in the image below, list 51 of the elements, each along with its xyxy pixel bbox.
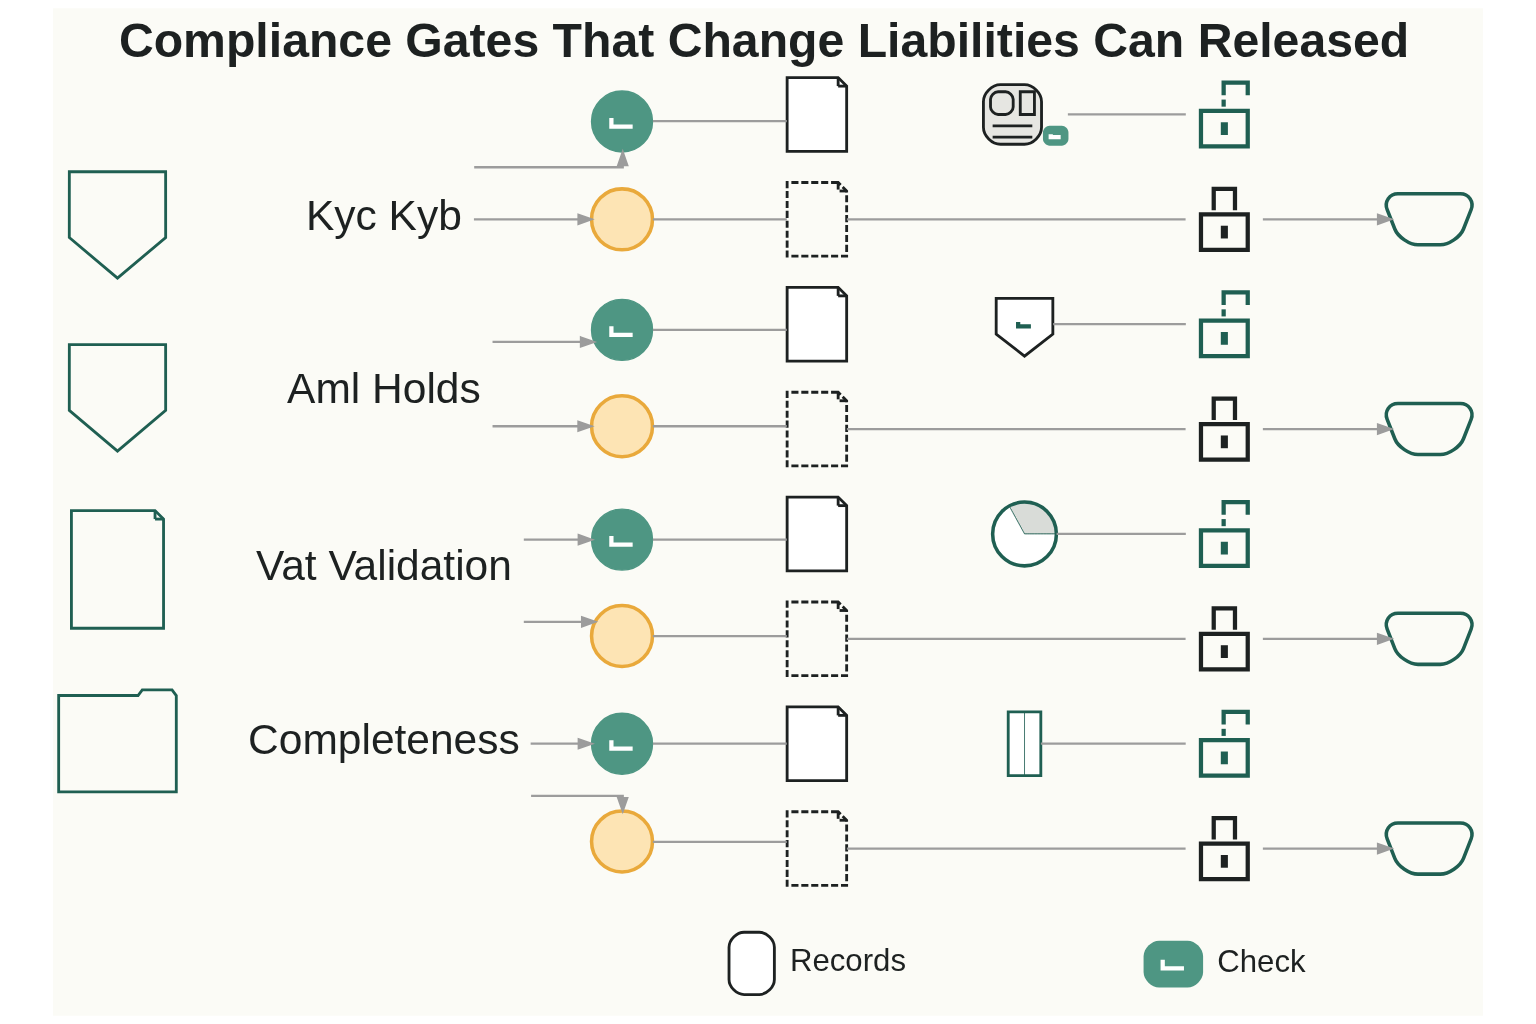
node-picture: [1384, 611, 1474, 667]
arrow: [530, 737, 595, 750]
node-circle: [590, 90, 654, 153]
connector: [652, 634, 787, 638]
node-picture: [67, 343, 168, 453]
node-picture: [1384, 192, 1474, 247]
connector: [652, 538, 787, 541]
arrow: [492, 335, 598, 348]
arrow: [1262, 213, 1395, 226]
node-circle: [589, 809, 655, 874]
arrow: [1262, 423, 1395, 436]
connector: [652, 328, 787, 331]
legend-label: Check: [1217, 944, 1306, 980]
arrow: [474, 148, 629, 169]
node-text: Vat Validation: [255, 542, 512, 590]
connector: [1040, 742, 1186, 745]
node-text: Completeness: [248, 716, 520, 764]
connector: [652, 120, 787, 123]
node-circle: [590, 508, 654, 571]
arrow: [523, 533, 595, 546]
node-circle: [589, 187, 655, 252]
node-circle: [589, 394, 655, 459]
arrow: [492, 420, 595, 433]
node-circle: [589, 603, 655, 669]
connector: [652, 218, 787, 221]
node-text: Kyc Kyb: [305, 191, 462, 239]
connector: [1056, 532, 1186, 536]
node-picture: [1384, 401, 1474, 457]
node-circle: [590, 712, 654, 775]
connector: [652, 742, 787, 745]
connector: [652, 425, 787, 428]
connector: [846, 427, 1186, 431]
arrow: [523, 615, 599, 628]
arrow: [473, 213, 595, 226]
connector: [1067, 113, 1186, 116]
connector: [846, 847, 1186, 850]
node-picture: [994, 297, 1055, 358]
connector: [846, 637, 1186, 640]
node-picture: [67, 170, 168, 280]
arrow: [1262, 842, 1395, 855]
diagram-title: Compliance Gates That Change Liabilities Can Released: [118, 12, 1410, 67]
node-picture: [1384, 821, 1474, 876]
connector: [846, 218, 1186, 221]
node-circle: [590, 298, 654, 362]
arrow: [1262, 632, 1395, 645]
node-text: Aml Holds: [287, 364, 481, 412]
connector: [1053, 323, 1186, 326]
connector: [652, 840, 787, 843]
node-picture: [57, 688, 178, 794]
legend-label: Records: [789, 943, 906, 979]
arrow: [531, 794, 629, 815]
